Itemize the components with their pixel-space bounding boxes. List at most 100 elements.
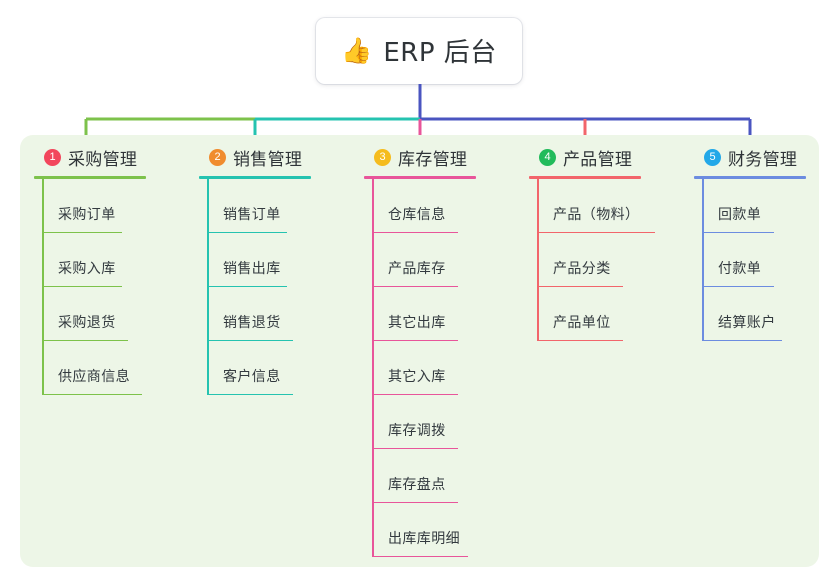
branch-header-rule xyxy=(529,176,641,179)
branch-number-badge: 2 xyxy=(209,148,226,166)
branch-item[interactable]: 产品（物料） xyxy=(529,179,655,233)
branch-item-label: 库存盘点 xyxy=(388,477,446,493)
branch-title: 库存管理 xyxy=(398,149,468,170)
branch-item-label: 其它入库 xyxy=(388,369,446,385)
branch-spine xyxy=(207,179,209,395)
branch-spine xyxy=(42,179,44,395)
branch-header-rule xyxy=(694,176,806,179)
branch-header-5[interactable]: 5 财务管理 xyxy=(694,145,806,170)
branch-item-rule xyxy=(372,285,458,287)
branch-item-label: 产品（物料） xyxy=(553,207,640,223)
branch-column-5: 5 财务管理回款单付款单结算账户 xyxy=(694,145,806,341)
branch-item[interactable]: 产品库存 xyxy=(364,233,476,287)
branch-panel xyxy=(20,135,819,567)
branch-item[interactable]: 产品分类 xyxy=(529,233,641,287)
branch-item-rule xyxy=(702,231,774,233)
branch-item[interactable]: 库存盘点 xyxy=(364,449,476,503)
branch-item-label: 仓库信息 xyxy=(388,207,446,223)
branch-number-badge: 3 xyxy=(374,148,391,166)
branch-header-4[interactable]: 4 产品管理 xyxy=(529,145,641,170)
branch-item-label: 产品库存 xyxy=(388,261,446,277)
branch-item-label: 出库库明细 xyxy=(388,531,460,547)
branch-item[interactable]: 其它出库 xyxy=(364,287,476,341)
branch-item-label: 供应商信息 xyxy=(58,369,130,385)
branch-item-label: 回款单 xyxy=(718,207,762,223)
branch-header-rule xyxy=(364,176,476,179)
branch-item-rule xyxy=(207,231,287,233)
branch-item-label: 采购入库 xyxy=(58,261,116,277)
root-node-card[interactable]: 👍 ERP 后台 xyxy=(316,18,522,84)
branch-item[interactable]: 产品单位 xyxy=(529,287,641,341)
branch-item-rule xyxy=(42,393,142,395)
branch-item[interactable]: 结算账户 xyxy=(694,287,806,341)
branch-title: 销售管理 xyxy=(233,149,303,170)
branch-item[interactable]: 销售订单 xyxy=(199,179,311,233)
branch-item-label: 结算账户 xyxy=(718,315,776,331)
branch-item[interactable]: 销售退货 xyxy=(199,287,311,341)
branch-item[interactable]: 其它入库 xyxy=(364,341,476,395)
branch-spine xyxy=(372,179,374,557)
branch-title: 产品管理 xyxy=(563,149,633,170)
branch-number-badge: 1 xyxy=(44,148,61,166)
branch-item-rule xyxy=(207,393,293,395)
branch-header-rule xyxy=(199,176,311,179)
branch-item-label: 采购订单 xyxy=(58,207,116,223)
branch-items: 仓库信息产品库存其它出库其它入库库存调拨库存盘点出库库明细 xyxy=(364,179,476,557)
branch-item-rule xyxy=(207,339,293,341)
branch-item-rule xyxy=(537,231,655,233)
branch-items: 采购订单采购入库采购退货供应商信息 xyxy=(34,179,146,395)
branch-number-badge: 5 xyxy=(704,148,721,166)
branch-item[interactable]: 采购入库 xyxy=(34,233,146,287)
branch-item[interactable]: 回款单 xyxy=(694,179,806,233)
root-node-content: 👍 ERP 后台 xyxy=(341,32,497,69)
branch-item-rule xyxy=(372,447,458,449)
branch-item[interactable]: 销售出库 xyxy=(199,233,311,287)
branch-item-label: 其它出库 xyxy=(388,315,446,331)
thumbs-up-icon: 👍 xyxy=(341,35,373,65)
branch-item-label: 销售退货 xyxy=(223,315,281,331)
branch-number-badge: 4 xyxy=(539,148,556,166)
branch-item-label: 产品单位 xyxy=(553,315,611,331)
branch-item[interactable]: 采购退货 xyxy=(34,287,146,341)
branch-item[interactable]: 供应商信息 xyxy=(34,341,146,395)
branch-item-label: 产品分类 xyxy=(553,261,611,277)
branch-item[interactable]: 出库库明细 xyxy=(364,503,476,557)
branch-item-rule xyxy=(42,231,122,233)
branch-column-2: 2 销售管理销售订单销售出库销售退货客户信息 xyxy=(199,145,311,395)
branch-column-3: 3 库存管理仓库信息产品库存其它出库其它入库库存调拨库存盘点出库库明细 xyxy=(364,145,476,557)
branch-header-1[interactable]: 1 采购管理 xyxy=(34,145,146,170)
root-node-title: ERP 后台 xyxy=(383,37,497,68)
branch-spine xyxy=(702,179,704,341)
branch-item-label: 付款单 xyxy=(718,261,762,277)
branch-items: 销售订单销售出库销售退货客户信息 xyxy=(199,179,311,395)
branch-item-rule xyxy=(372,501,458,503)
branch-item-rule xyxy=(702,285,774,287)
branch-item-rule xyxy=(207,285,287,287)
branch-column-1: 1 采购管理采购订单采购入库采购退货供应商信息 xyxy=(34,145,146,395)
branch-items: 产品（物料） 产品分类产品单位 xyxy=(529,179,655,341)
branch-item-label: 采购退货 xyxy=(58,315,116,331)
branch-header-2[interactable]: 2 销售管理 xyxy=(199,145,311,170)
branch-item[interactable]: 采购订单 xyxy=(34,179,146,233)
branch-header-3[interactable]: 3 库存管理 xyxy=(364,145,476,170)
branch-item[interactable]: 库存调拨 xyxy=(364,395,476,449)
branch-item-label: 销售出库 xyxy=(223,261,281,277)
branch-item-rule xyxy=(372,339,458,341)
branch-spine xyxy=(537,179,539,341)
branch-items: 回款单付款单结算账户 xyxy=(694,179,806,341)
branch-item[interactable]: 客户信息 xyxy=(199,341,311,395)
branch-item-label: 销售订单 xyxy=(223,207,281,223)
branch-item[interactable]: 付款单 xyxy=(694,233,806,287)
branch-item[interactable]: 仓库信息 xyxy=(364,179,476,233)
branch-item-rule xyxy=(372,555,468,557)
branch-item-label: 库存调拨 xyxy=(388,423,446,439)
branch-header-rule xyxy=(34,176,146,179)
branch-item-rule xyxy=(372,393,458,395)
branch-item-rule xyxy=(537,339,623,341)
branch-item-rule xyxy=(702,339,782,341)
branch-item-rule xyxy=(537,285,623,287)
branch-title: 财务管理 xyxy=(728,149,798,170)
branch-title: 采购管理 xyxy=(68,149,138,170)
branch-item-rule xyxy=(42,339,128,341)
